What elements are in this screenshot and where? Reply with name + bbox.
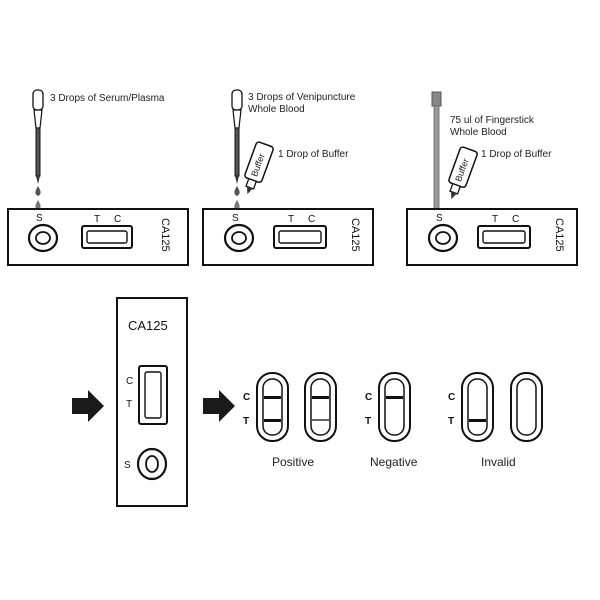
s-label: S: [436, 213, 443, 224]
step-venipuncture-whole-blood: 3 Drops of Venipuncture Whole Blood Buff…: [202, 89, 374, 266]
s-label: S: [232, 213, 239, 224]
invalid-strip-1: [461, 372, 494, 442]
positive-strip-2: [304, 372, 337, 442]
control-line: [386, 396, 403, 399]
result-t-label: T: [243, 416, 249, 427]
cassette-brand: CA125: [159, 218, 171, 252]
buffer-label: 1 Drop of Buffer: [481, 149, 552, 160]
cassette: S T C CA125: [202, 208, 374, 266]
test-line: [312, 419, 329, 421]
result-window: [477, 225, 531, 249]
result-c-label: C: [365, 392, 372, 403]
sample-well: [27, 223, 59, 253]
test-line: [469, 419, 486, 422]
control-line: [264, 396, 281, 399]
cassette-brand: CA125: [553, 218, 565, 252]
s-label: S: [36, 213, 43, 224]
control-line: [312, 396, 329, 399]
cassette: S T C CA125: [7, 208, 189, 266]
sample-well: [427, 223, 459, 253]
cassette-brand: CA125: [349, 218, 361, 252]
result-window: [273, 225, 327, 249]
t-label: T: [288, 214, 294, 225]
negative-strip: [378, 372, 411, 442]
arrow-right-icon: [72, 390, 104, 422]
buffer-label: 1 Drop of Buffer: [278, 149, 349, 160]
result-c-label: C: [448, 392, 455, 403]
positive-label: Positive: [272, 455, 314, 469]
buffer-bottle-icon: Buffer: [244, 141, 274, 195]
c-label: C: [308, 214, 315, 225]
positive-strip-1: [256, 372, 289, 442]
test-line: [264, 419, 281, 422]
dropper-icon: [32, 89, 44, 184]
invalid-label: Invalid: [481, 455, 516, 469]
step-serum-plasma: 3 Drops of Serum/Plasma S T C CA125: [7, 89, 189, 266]
big-s-label: S: [124, 460, 131, 471]
t-label: T: [94, 214, 100, 225]
t-label: T: [492, 214, 498, 225]
sample-label-line-1: 3 Drops of Venipuncture: [248, 92, 356, 103]
c-label: C: [512, 214, 519, 225]
buffer-bottle-icon: Buffer: [448, 146, 478, 200]
sample-well: [223, 223, 255, 253]
arrow-right-icon: [203, 390, 235, 422]
capillary-tube-icon: [431, 91, 442, 225]
big-result-window: [138, 365, 168, 425]
big-cassette-brand: CA125: [128, 318, 168, 333]
dropper-icon: [231, 89, 243, 184]
result-c-label: C: [243, 392, 250, 403]
results-panel: C T Positive C T Negative C T: [243, 372, 543, 469]
step-fingerstick-whole-blood: 75 ul of Fingerstick Whole Blood Buffer …: [406, 91, 578, 266]
sample-label-line-1: 75 ul of Fingerstick: [450, 115, 535, 126]
drop-icons: [35, 186, 41, 210]
result-window: [81, 225, 133, 249]
cassette: S T C CA125: [406, 208, 578, 266]
result-t-label: T: [365, 416, 371, 427]
big-t-label: T: [126, 399, 132, 410]
negative-label: Negative: [370, 455, 418, 469]
result-t-label: T: [448, 416, 454, 427]
invalid-strip-2: [510, 372, 543, 442]
c-label: C: [114, 214, 121, 225]
drop-icons: [234, 186, 240, 210]
big-cassette: CA125 C T S: [116, 297, 188, 507]
sample-label-line-2: Whole Blood: [450, 127, 507, 138]
big-sample-well: [136, 447, 168, 481]
sample-label: 3 Drops of Serum/Plasma: [50, 93, 165, 104]
sample-label-line-2: Whole Blood: [248, 104, 305, 115]
big-c-label: C: [126, 376, 133, 387]
